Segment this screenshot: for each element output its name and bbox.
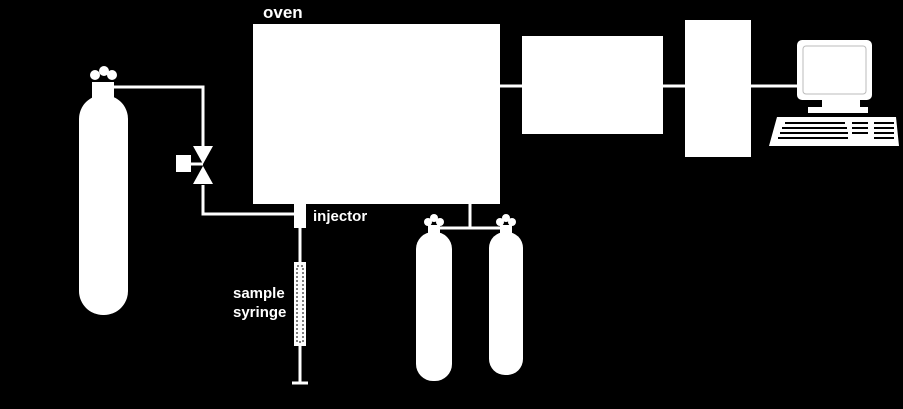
- detector-box: [522, 36, 663, 134]
- sample-syringe-label-line2: syringe: [233, 304, 287, 321]
- injector-label: injector: [313, 208, 368, 225]
- data-processor-box: [685, 20, 751, 157]
- sample-syringe-label-line1: sample: [233, 285, 285, 302]
- carrier-gas-cylinder: [79, 66, 128, 315]
- oven-box: [253, 24, 500, 204]
- flow-regulator-valve-icon: [176, 146, 213, 184]
- detector-gas-cylinder-2: [489, 214, 523, 375]
- oven-label: oven: [263, 3, 303, 22]
- computer-icon: [769, 40, 899, 146]
- injector-port: [294, 204, 306, 228]
- detector-gas-cylinder-1: [416, 214, 452, 381]
- piping: [112, 84, 798, 230]
- sample-syringe-label: sample syringe: [233, 284, 286, 322]
- sample-syringe: [292, 228, 308, 385]
